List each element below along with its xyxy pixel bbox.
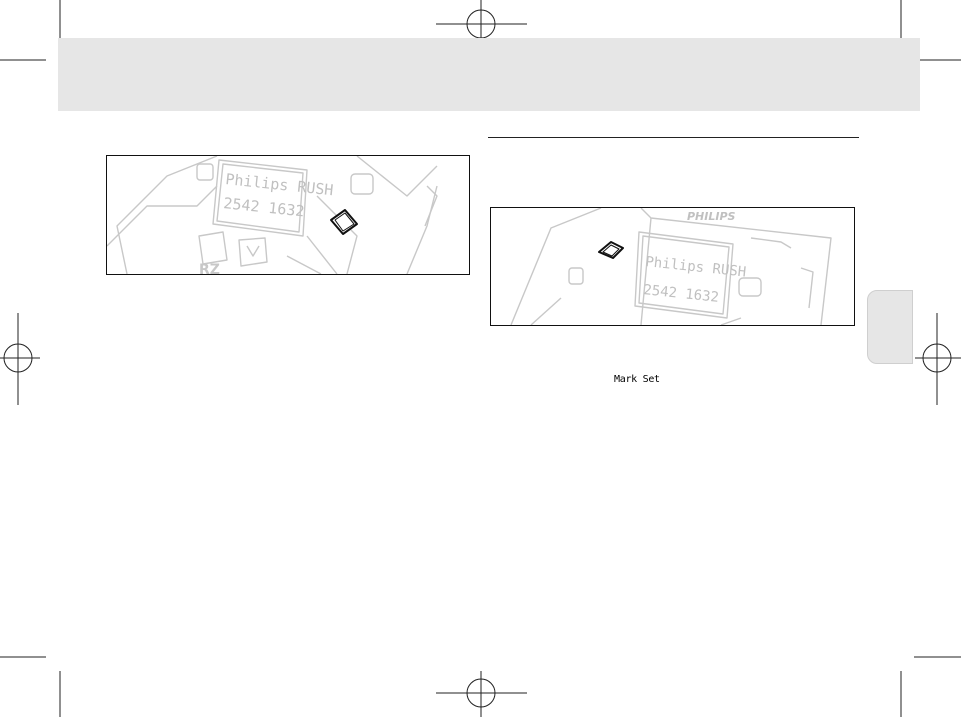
device-figure-right: PHILIPS Philips RUSH 2542 1632 bbox=[490, 207, 855, 326]
registration-target-bottom bbox=[436, 671, 527, 717]
highlighted-button-icon bbox=[330, 209, 358, 235]
brand-right: PHILIPS bbox=[687, 210, 736, 223]
registration-target-right bbox=[915, 313, 961, 405]
header-band bbox=[58, 38, 920, 111]
lcd-digits-left: 2542 1632 bbox=[223, 194, 306, 220]
lcd-digits-right: 2542 1632 bbox=[643, 282, 720, 306]
registration-target-left bbox=[0, 313, 40, 405]
mark-set-label: Mark Set bbox=[614, 374, 660, 385]
brand-partial-left: RZ bbox=[199, 262, 220, 274]
section-rule bbox=[488, 137, 859, 138]
device-figure-left: Philips RUSH 2542 1632 RZ bbox=[106, 155, 470, 275]
highlighted-button-icon bbox=[598, 241, 624, 259]
section-side-tab bbox=[867, 290, 913, 364]
